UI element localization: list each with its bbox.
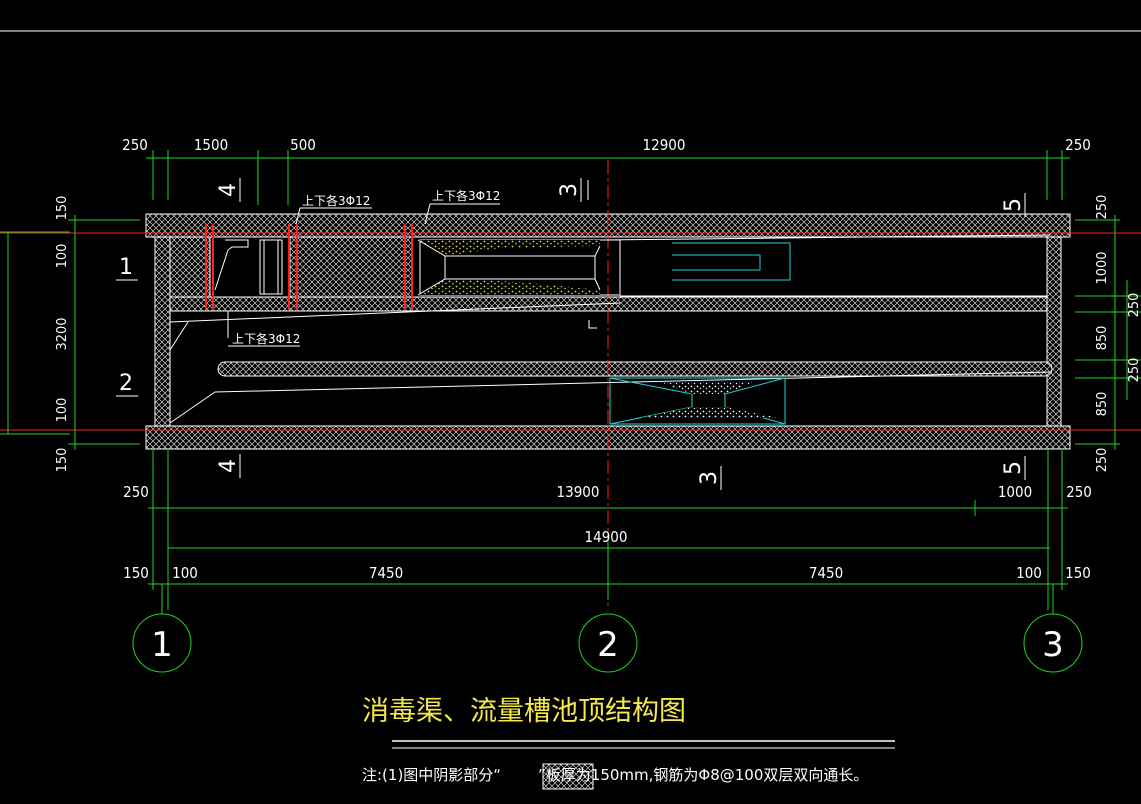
svg-text:14900: 14900 [585, 528, 628, 546]
svg-text:2: 2 [119, 371, 133, 396]
dimension-texts-top: 250 1500 500 12900 250 [122, 136, 1091, 154]
svg-text:150: 150 [55, 448, 70, 473]
dimension-texts-right: 250 1000 250 850 250 850 250 [1095, 195, 1141, 473]
svg-text:5: 5 [1001, 198, 1026, 212]
svg-text:100: 100 [55, 398, 70, 423]
svg-text:4: 4 [216, 459, 241, 473]
svg-text:2: 2 [597, 625, 619, 665]
shaded-slab-1 [169, 236, 211, 298]
section-marks: 4 3 5 4 3 5 [216, 178, 1026, 490]
svg-text:3: 3 [557, 183, 582, 197]
svg-text:250: 250 [1065, 136, 1091, 154]
section-brackets [587, 180, 597, 329]
svg-text:500: 500 [290, 136, 316, 154]
flume-outline [609, 242, 791, 425]
svg-text:250: 250 [1066, 483, 1092, 501]
note-line: 注:(1)图中阴影部分“ ”板厚为150mm,钢筋为Φ8@100双层双向通长。 [362, 763, 868, 790]
svg-text:1500: 1500 [194, 136, 228, 154]
channel-labels: 1 2 [116, 255, 138, 397]
svg-text:1000: 1000 [998, 483, 1032, 501]
drawing-title: 消毒渠、流量槽池顶结构图 [362, 696, 686, 727]
svg-text:3: 3 [697, 471, 722, 485]
svg-text:150: 150 [55, 196, 70, 221]
svg-text:上下各3Φ12: 上下各3Φ12 [232, 331, 300, 346]
svg-text:1: 1 [119, 255, 133, 280]
rebar-labels: 上下各3Φ12 上下各3Φ12 上下各3Φ12 [228, 188, 500, 347]
shaded-slab-2 [289, 236, 413, 298]
venturi-fill-channel-1 [417, 239, 601, 296]
svg-text:上下各3Φ12: 上下各3Φ12 [302, 193, 370, 208]
svg-text:100: 100 [1016, 564, 1042, 582]
svg-text:1: 1 [151, 625, 173, 665]
dimension-texts-left: 150 100 3200 100 150 [55, 196, 70, 473]
svg-text:12900: 12900 [643, 136, 686, 154]
svg-text:250: 250 [123, 483, 149, 501]
svg-text:7450: 7450 [369, 564, 403, 582]
svg-text:1000: 1000 [1095, 251, 1110, 284]
svg-text:150: 150 [1065, 564, 1091, 582]
left-wall [154, 236, 171, 427]
svg-text:7450: 7450 [809, 564, 843, 582]
svg-text:5: 5 [1001, 461, 1026, 475]
dimension-lines [0, 150, 1141, 610]
svg-text:150: 150 [123, 564, 149, 582]
svg-text:250: 250 [122, 136, 148, 154]
svg-text:250: 250 [1095, 195, 1110, 220]
svg-text:250: 250 [1095, 448, 1110, 473]
dimension-texts-bottom: 250 13900 1000 250 14900 150 100 7450 74… [123, 483, 1092, 582]
svg-text:850: 850 [1095, 392, 1110, 417]
note-prefix: 注:(1)图中阴影部分“ [362, 766, 501, 784]
rebar-lines [0, 224, 1141, 431]
svg-text:100: 100 [55, 244, 70, 269]
svg-text:3200: 3200 [55, 317, 70, 350]
axis-bubble-2 [578, 613, 638, 673]
flume-fill [640, 382, 780, 418]
right-wall [1046, 236, 1062, 427]
svg-text:13900: 13900 [557, 483, 600, 501]
note-suffix: ”板厚为150mm,钢筋为Φ8@100双层双向通长。 [538, 766, 868, 784]
baffle-wall [217, 361, 1053, 377]
svg-text:4: 4 [216, 183, 241, 197]
svg-text:3: 3 [1042, 625, 1064, 665]
note-hatch-swatch [542, 763, 594, 790]
svg-text:100: 100 [172, 564, 198, 582]
svg-text:上下各3Φ12: 上下各3Φ12 [432, 188, 500, 203]
svg-text:250: 250 [1127, 358, 1141, 383]
svg-text:850: 850 [1095, 326, 1110, 351]
axis-bubbles: 1 2 3 [132, 584, 1083, 673]
concrete-walls [145, 213, 1071, 450]
svg-text:250: 250 [1127, 293, 1141, 318]
